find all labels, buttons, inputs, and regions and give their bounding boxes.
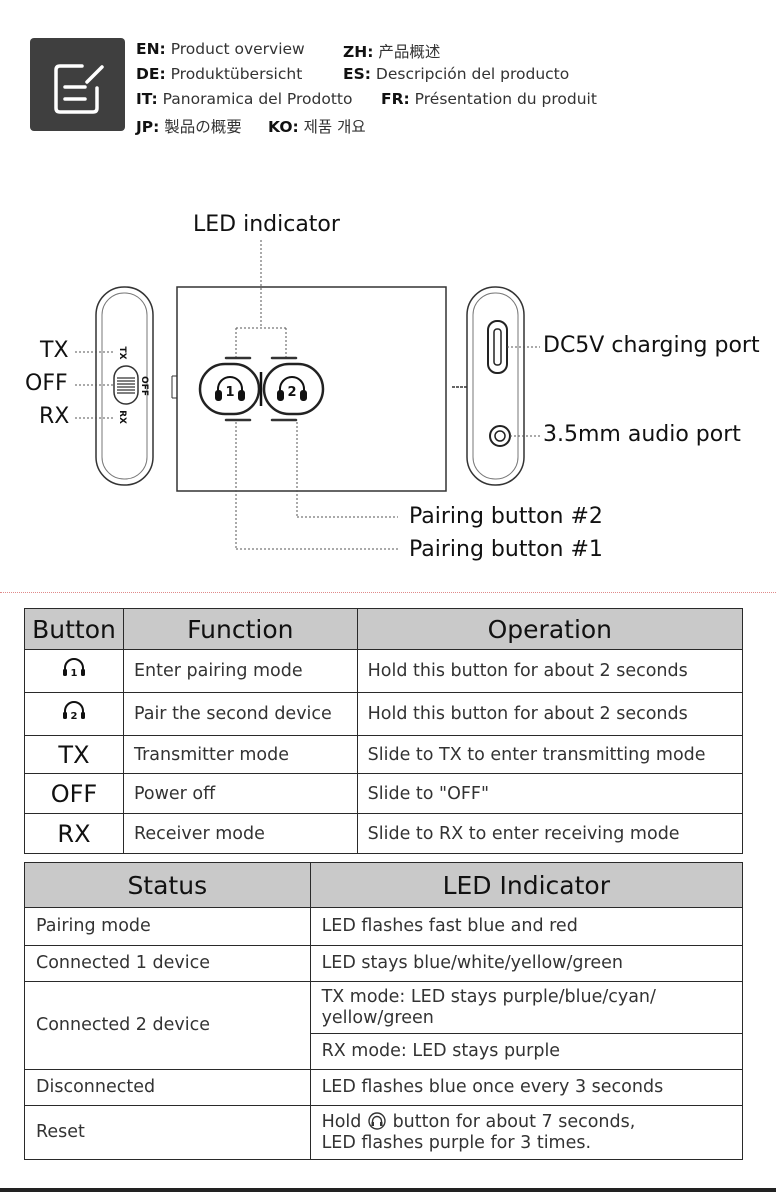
- operation-cell: Slide to TX to enter transmitting mode: [356, 735, 744, 774]
- svg-text:1: 1: [70, 668, 77, 679]
- lang-de: DE: Produktübersicht: [136, 65, 303, 83]
- section-divider: [0, 592, 776, 593]
- table-row: 2 Pair the second device Hold this butto…: [24, 692, 744, 736]
- status-cell: Disconnected: [24, 1069, 311, 1106]
- tx-label: TX: [40, 338, 69, 363]
- headphone-icon: [368, 1111, 386, 1130]
- button-cell: TX: [24, 735, 124, 774]
- lang-en: EN: Product overview: [136, 40, 305, 58]
- function-cell: Enter pairing mode: [122, 649, 358, 693]
- side-view-inner: [101, 292, 148, 480]
- switch-grip: [117, 377, 135, 394]
- table-row: Reset Hold button for about 7 seconds, L…: [24, 1105, 744, 1160]
- button-cell: 1: [24, 649, 124, 693]
- operation-cell: Slide to "OFF": [356, 773, 744, 814]
- table-row: RX mode: LED stays purple: [25, 1033, 744, 1070]
- status-cell: Reset: [24, 1105, 311, 1160]
- switch-tx-text: TX: [117, 346, 127, 359]
- table-row: Connected 1 device LED stays blue/white/…: [24, 945, 744, 982]
- overview-icon: [30, 38, 125, 131]
- lang-fr: FR: Présentation du produit: [381, 90, 597, 108]
- status-table: Status LED Indicator Pairing mode LED fl…: [24, 862, 744, 1160]
- front-view-body: [176, 286, 447, 492]
- table-header-row: Button Function Operation: [24, 608, 744, 650]
- bottom-border: [0, 1188, 776, 1192]
- reset-duration-text: button for about 7 seconds,: [392, 1111, 636, 1132]
- dc-port-label: DC5V charging port: [543, 333, 760, 358]
- led-cell: Hold button for about 7 seconds, LED fla…: [309, 1105, 744, 1160]
- table-header-row: Status LED Indicator: [24, 862, 744, 908]
- lang-ko: KO: 제품 개요: [268, 118, 366, 136]
- function-cell: Pair the second device: [122, 692, 358, 736]
- reset-hold-text: Hold: [321, 1111, 362, 1132]
- table-row: TX Transmitter mode Slide to TX to enter…: [24, 735, 744, 774]
- lang-zh: ZH: 产品概述: [343, 43, 441, 61]
- headphone-1-icon: [215, 376, 245, 401]
- led-cell: LED flashes blue once every 3 seconds: [309, 1069, 744, 1106]
- off-label: OFF: [25, 371, 68, 396]
- audio-jack-icon: [489, 425, 511, 447]
- function-cell: Power off: [122, 773, 358, 814]
- pairing-button-2-outline: [262, 362, 325, 416]
- operation-cell: Hold this button for about 2 seconds: [356, 649, 744, 693]
- rear-view-body: [466, 286, 525, 486]
- header-operation: Operation: [356, 608, 744, 650]
- side-view-body: [95, 286, 154, 486]
- header-status: Status: [24, 862, 311, 908]
- headphone-2-icon: 2: [62, 701, 85, 722]
- operation-cell: Hold this button for about 2 seconds: [356, 692, 744, 736]
- button-table: Button Function Operation 1 Enter pairin…: [24, 608, 744, 854]
- table-row: Disconnected LED flashes blue once every…: [24, 1069, 744, 1106]
- led-cell: LED stays blue/white/yellow/green: [309, 945, 744, 982]
- reset-flash-text: LED flashes purple for 3 times.: [321, 1132, 592, 1153]
- function-cell: Transmitter mode: [122, 735, 358, 774]
- table-row: OFF Power off Slide to "OFF": [24, 773, 744, 814]
- function-cell: Receiver mode: [122, 813, 358, 854]
- operation-cell: Slide to RX to enter receiving mode: [356, 813, 744, 854]
- pairing-button-1-outline: [198, 362, 261, 416]
- button-cell: 2: [24, 692, 124, 736]
- headphone-1-icon: 1: [62, 658, 85, 679]
- header-function: Function: [122, 608, 358, 650]
- lang-es: ES: Descripción del producto: [343, 65, 570, 83]
- button-2-number: 2: [287, 385, 296, 400]
- button-1-number: 1: [225, 385, 234, 400]
- header-led-indicator: LED Indicator: [309, 862, 744, 908]
- led-indicator-label: LED indicator: [193, 212, 340, 237]
- lang-jp: JP: 製品の概要: [136, 118, 242, 136]
- slide-switch: [113, 365, 139, 405]
- led-cell: TX mode: LED stays purple/blue/cyan/ yel…: [309, 981, 744, 1034]
- headphone-2-icon: [277, 376, 307, 401]
- table-row: Pairing mode LED flashes fast blue and r…: [24, 907, 744, 946]
- table-row: 1 Enter pairing mode Hold this button fo…: [24, 649, 744, 693]
- svg-text:2: 2: [70, 711, 77, 722]
- switch-rx-text: RX: [117, 410, 127, 424]
- switch-off-text: OFF: [139, 376, 149, 396]
- button-cell: RX: [24, 813, 124, 854]
- led-tx-line1: TX mode: LED stays purple/blue/cyan/: [321, 986, 656, 1007]
- status-cell: Connected 1 device: [24, 945, 311, 982]
- pairing-button-1-label: Pairing button #1: [409, 537, 603, 562]
- pairing-button-2-label: Pairing button #2: [409, 504, 603, 529]
- audio-port-label: 3.5mm audio port: [543, 422, 741, 447]
- led-cell: LED flashes fast blue and red: [309, 907, 744, 946]
- document-edit-icon: [54, 64, 104, 114]
- table-row: RX Receiver mode Slide to RX to enter re…: [24, 813, 744, 854]
- status-cell: Connected 2 device: [24, 981, 311, 1070]
- product-diagram: TX OFF RX 1 2: [75, 240, 540, 550]
- led-cell: RX mode: LED stays purple: [309, 1033, 744, 1070]
- rx-label: RX: [39, 404, 70, 429]
- header-button: Button: [24, 608, 124, 650]
- lang-it: IT: Panoramica del Prodotto: [136, 90, 353, 108]
- button-cell: OFF: [24, 773, 124, 814]
- table-row: Connected 2 device TX mode: LED stays pu…: [24, 981, 744, 1070]
- status-cell: Pairing mode: [24, 907, 311, 946]
- led-tx-line2: yellow/green: [321, 1007, 434, 1028]
